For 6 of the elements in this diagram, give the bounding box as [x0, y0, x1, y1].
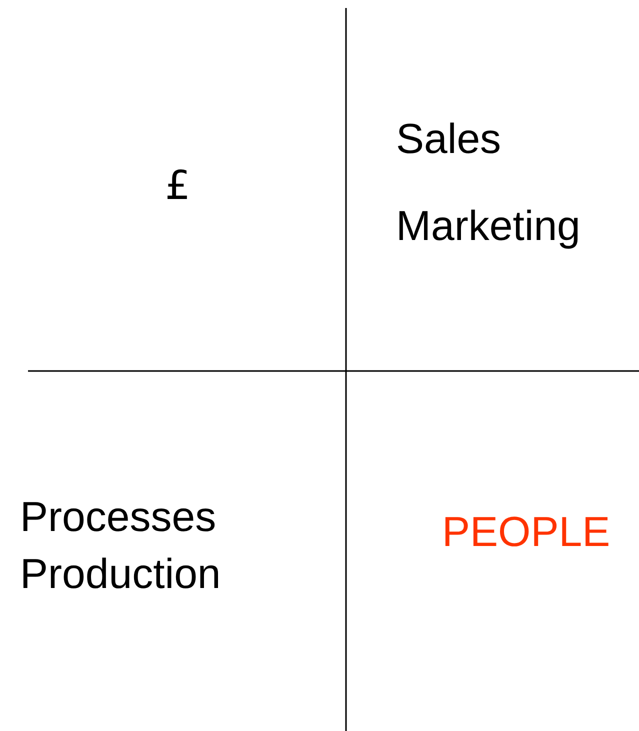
currency-symbol: £ — [165, 166, 190, 206]
quadrant-label: Sales — [396, 118, 502, 160]
quadrant-label: Marketing — [396, 205, 580, 247]
quadrant-label: Processes — [20, 496, 216, 538]
quadrant-label: Production — [20, 553, 221, 595]
quadrant-label: PEOPLE — [442, 511, 610, 553]
